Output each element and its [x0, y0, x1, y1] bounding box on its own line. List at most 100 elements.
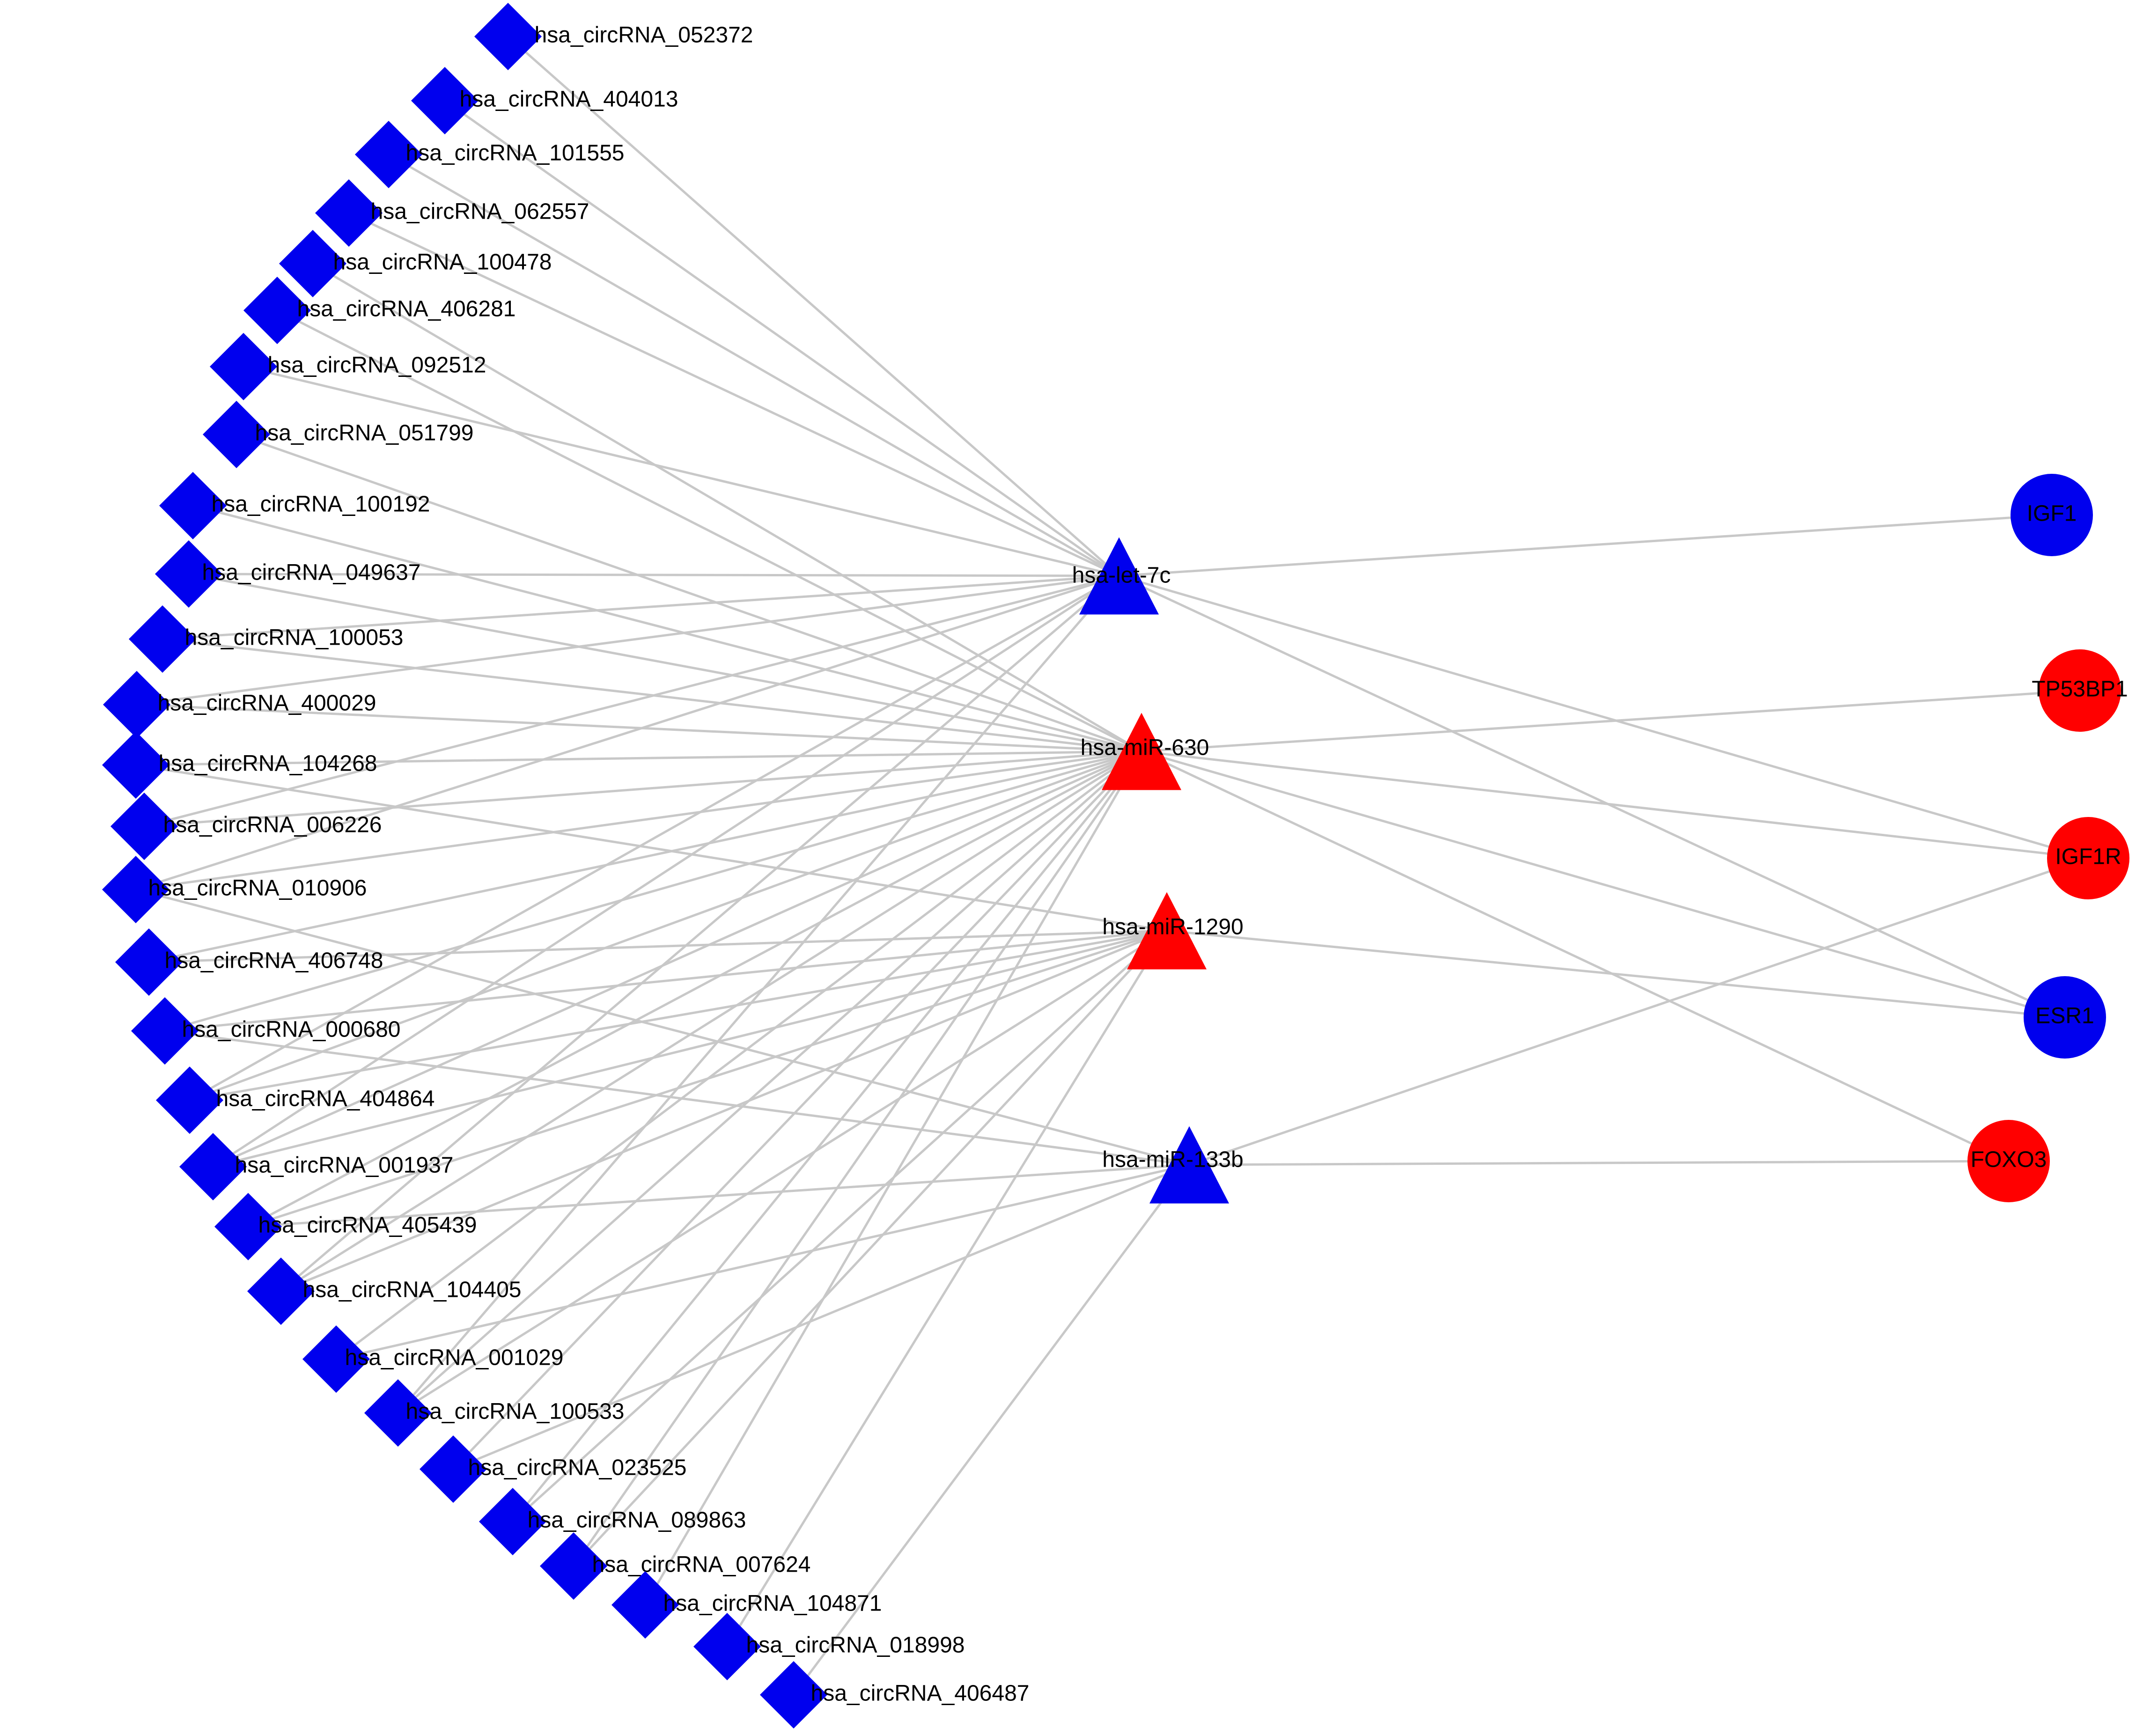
edge-circrna-22-mir630 [397, 750, 1142, 1414]
circrna-node[interactable]: hsa_circRNA_104871 [611, 1571, 882, 1639]
edge-circrna-15-mir630 [148, 750, 1142, 964]
gene-label-igf1: IGF1 [2027, 501, 2077, 526]
circrna-node[interactable]: hsa_circRNA_104405 [247, 1258, 521, 1325]
circrna-node[interactable]: hsa_circRNA_000680 [131, 997, 400, 1065]
circrna-nodes: hsa_circRNA_052372hsa_circRNA_404013hsa_… [102, 3, 1029, 1729]
circrna-node[interactable]: hsa_circRNA_404013 [411, 67, 678, 134]
mirna-triangle-mir133b [1149, 1126, 1229, 1204]
gene-label-foxo3: FOXO3 [1971, 1148, 2047, 1172]
circrna-node[interactable]: hsa_circRNA_007624 [540, 1532, 810, 1600]
circrna-diamond [693, 1613, 761, 1680]
gene-node-igf1r[interactable]: IGF1R [2047, 817, 2129, 899]
edge-circrna-4-mir630 [312, 262, 1142, 753]
circrna-node[interactable]: hsa_circRNA_051799 [203, 401, 473, 468]
edge-circrna-1-let7c [444, 99, 1120, 577]
circrna-node[interactable]: hsa_circRNA_023525 [420, 1435, 686, 1503]
mirna-triangle-mir630 [1102, 713, 1181, 790]
circrna-label: hsa_circRNA_100192 [212, 492, 430, 517]
circrna-diamond [102, 856, 169, 923]
circrna-node[interactable]: hsa_circRNA_100533 [364, 1379, 624, 1447]
mirna-node-mir1290[interactable]: hsa-miR-1290 [1102, 892, 1244, 970]
edge-circrna-13-let7c [144, 574, 1120, 828]
edge-circrna-17-mir1290 [189, 929, 1167, 1102]
edge-circrna-26-mir630 [644, 750, 1143, 1606]
circrna-node[interactable]: hsa_circRNA_052372 [474, 3, 753, 70]
gene-circle-foxo3 [1967, 1120, 2050, 1202]
circrna-label: hsa_circRNA_000680 [182, 1017, 401, 1042]
mirna-node-let7c[interactable]: hsa-let-7c [1072, 537, 1171, 615]
edge-circrna-11-let7c [136, 574, 1120, 706]
circrna-node[interactable]: hsa_circRNA_400029 [103, 671, 376, 738]
edge-circrna-2-let7c [388, 153, 1120, 577]
circrna-label: hsa_circRNA_001937 [235, 1153, 454, 1178]
edge-circrna-5-mir630 [276, 309, 1142, 753]
circrna-label: hsa_circRNA_010906 [148, 876, 367, 901]
edge-circrna-6-let7c [243, 365, 1120, 577]
circrna-diamond [315, 179, 383, 247]
gene-node-esr1[interactable]: ESR1 [2024, 976, 2106, 1059]
gene-node-tp53bp1[interactable]: TP53BP1 [2032, 649, 2128, 732]
edge-circrna-28-mir133b [792, 1164, 1191, 1696]
circrna-diamond [540, 1532, 607, 1600]
edge-circrna-23-mir630 [452, 750, 1142, 1470]
edge-circrna-22-let7c [397, 575, 1120, 1414]
edge-circrna-14-mir133b [135, 888, 1190, 1166]
edge-circrna-8-mir630 [192, 504, 1142, 753]
gene-label-esr1: ESR1 [2035, 1004, 2094, 1029]
gene-node-igf1[interactable]: IGF1 [2011, 474, 2093, 556]
edge-circrna-16-mir630 [164, 750, 1142, 1032]
mirna-node-mir630[interactable]: hsa-miR-630 [1081, 713, 1209, 790]
mirna-label-mir1290: hsa-miR-1290 [1102, 915, 1243, 940]
mirna-label-mir133b: hsa-miR-133b [1102, 1148, 1243, 1172]
circrna-node[interactable]: hsa_circRNA_049637 [155, 540, 420, 608]
edge-mir1290-esr1 [1166, 929, 2065, 1019]
mirna-node-mir133b[interactable]: hsa-miR-133b [1102, 1126, 1244, 1204]
circrna-node[interactable]: hsa_circRNA_100192 [159, 472, 430, 539]
edge-circrna-14-let7c [135, 574, 1120, 891]
edge-mir133b-igf1r [1189, 857, 2089, 1166]
circrna-node[interactable]: hsa_circRNA_062557 [315, 179, 589, 247]
circrna-node[interactable]: hsa_circRNA_406281 [243, 277, 516, 344]
circrna-node[interactable]: hsa_circRNA_001937 [179, 1133, 453, 1200]
circrna-node[interactable]: hsa_circRNA_405439 [214, 1193, 477, 1260]
circrna-node[interactable]: hsa_circRNA_101555 [355, 121, 624, 188]
circrna-node[interactable]: hsa_circRNA_404864 [156, 1067, 435, 1134]
circrna-diamond [179, 1133, 247, 1200]
circrna-node[interactable]: hsa_circRNA_001029 [302, 1325, 563, 1393]
edge-circrna-7-mir630 [236, 433, 1142, 753]
circrna-label: hsa_circRNA_406748 [165, 949, 383, 973]
circrna-label: hsa_circRNA_001029 [345, 1346, 564, 1370]
circrna-node[interactable]: hsa_circRNA_006226 [110, 793, 382, 860]
gene-circle-tp53bp1 [2039, 649, 2121, 732]
circrna-node[interactable]: hsa_circRNA_100053 [129, 605, 403, 673]
gene-circle-igf1r [2047, 817, 2129, 899]
gene-label-igf1r: IGF1R [2055, 845, 2121, 869]
edge-mir630-tp53bp1 [1141, 689, 2080, 753]
edge-circrna-25-mir1290 [573, 930, 1168, 1567]
circrna-diamond [131, 997, 199, 1065]
edge-circrna-20-mir1290 [280, 929, 1167, 1293]
circrna-node[interactable]: hsa_circRNA_018998 [693, 1613, 965, 1680]
edge-mir133b-foxo3 [1189, 1160, 2009, 1166]
edge-mir630-esr1 [1141, 750, 2065, 1019]
circrna-label: hsa_circRNA_104871 [663, 1591, 882, 1616]
circrna-node[interactable]: hsa_circRNA_104268 [102, 731, 377, 799]
circrna-label: hsa_circRNA_023525 [468, 1456, 687, 1480]
circrna-node[interactable]: hsa_circRNA_010906 [102, 856, 367, 923]
circrna-node[interactable]: hsa_circRNA_100478 [279, 230, 552, 297]
circrna-diamond [214, 1193, 282, 1260]
gene-node-foxo3[interactable]: FOXO3 [1967, 1120, 2050, 1202]
gene-circle-igf1 [2011, 474, 2093, 556]
edge-circrna-10-let7c [162, 574, 1120, 640]
edge-let7c-esr1 [1118, 574, 2066, 1019]
edge-circrna-16-mir133b [164, 1030, 1190, 1166]
edge-circrna-22-mir1290 [397, 929, 1168, 1414]
circrna-node[interactable]: hsa_circRNA_092512 [210, 333, 486, 400]
edge-circrna-9-let7c [188, 573, 1120, 577]
circrna-diamond [474, 3, 542, 70]
circrna-node[interactable]: hsa_circRNA_089863 [479, 1488, 746, 1555]
circrna-node[interactable]: hsa_circRNA_406748 [115, 928, 383, 996]
circrna-node[interactable]: hsa_circRNA_406487 [760, 1661, 1029, 1729]
circrna-diamond [302, 1325, 370, 1393]
edge-circrna-21-mir133b [336, 1163, 1190, 1361]
